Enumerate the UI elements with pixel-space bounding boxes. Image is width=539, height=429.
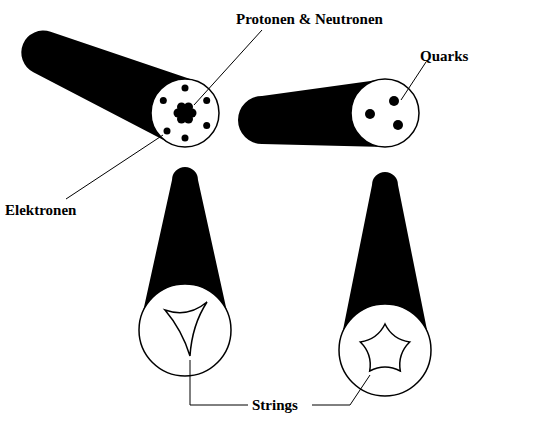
leader-line [190, 360, 248, 405]
string-circle [339, 304, 431, 396]
quark-dots [365, 96, 403, 130]
leader-line [312, 375, 370, 405]
string-loop [360, 324, 409, 371]
leader-line [66, 135, 163, 199]
electron-dots [160, 85, 210, 142]
leader-lines [66, 30, 426, 405]
nucleon-circle [351, 79, 419, 147]
string-circle [139, 284, 231, 376]
part-label: Strings [252, 396, 298, 414]
leader-line [401, 62, 426, 100]
part-label: Protonen & Neutronen [236, 10, 383, 28]
nucleus [174, 103, 197, 124]
leader-line [194, 30, 262, 105]
part-label: Elektronen [5, 201, 76, 219]
part-label: Quarks [420, 47, 468, 65]
string-loop [165, 302, 207, 356]
